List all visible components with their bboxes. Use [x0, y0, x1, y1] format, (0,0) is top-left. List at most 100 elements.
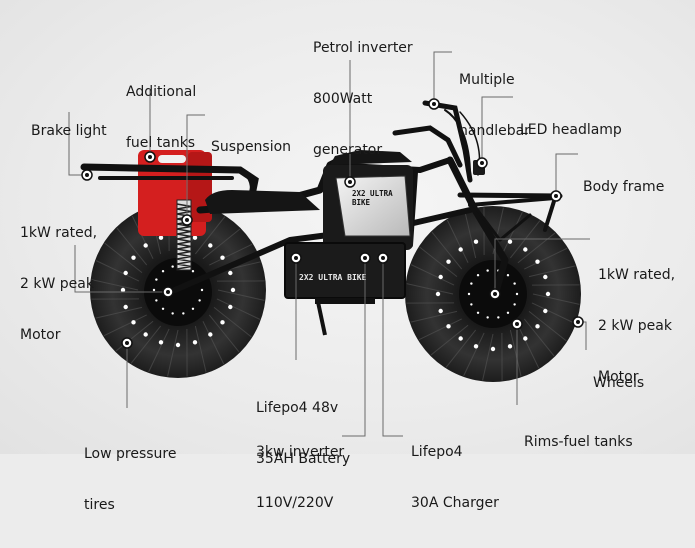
- kickstand: [318, 302, 325, 335]
- front-rim-bolt: [535, 324, 539, 328]
- rear-rim-bolt: [131, 320, 135, 324]
- label-line: 2 kW peak: [598, 318, 675, 335]
- label-inverter: 3kw inverter 110V/220V: [256, 410, 344, 546]
- battery-box: 2X2 ULTRA BIKE: [285, 243, 405, 304]
- callout-dot-center: [576, 320, 580, 324]
- front-rim-bolt: [438, 275, 442, 279]
- callout-dot-center: [185, 218, 189, 222]
- rear-hub-bolt: [153, 289, 155, 291]
- callout-dot-center: [166, 290, 170, 294]
- rear-rim-bolt: [143, 243, 147, 247]
- front-hub-bolt: [486, 316, 488, 318]
- callout-dot-center: [125, 341, 129, 345]
- rear-rim-bolt: [193, 340, 197, 344]
- label-fuel-tanks: Additional fuel tanks: [126, 50, 196, 186]
- callout-dot-center: [363, 256, 367, 260]
- front-hub-bolt: [513, 282, 515, 284]
- suspension-spring: [177, 200, 191, 270]
- front-rim-bolt: [508, 239, 512, 243]
- label-line: tires: [84, 497, 177, 514]
- callout-dot-center: [515, 322, 519, 326]
- front-hub-bolt: [513, 303, 515, 305]
- front-rim-bolt: [474, 344, 478, 348]
- label-line: generator: [313, 142, 413, 159]
- front-rim-bolt: [546, 292, 550, 296]
- front-rim-bolt: [458, 336, 462, 340]
- diagram-canvas: 2X2 ULTRA BIKE 2X2 ULTRA BIKE: [0, 0, 695, 454]
- rear-rim-bolt: [131, 255, 135, 259]
- label-line: Additional: [126, 84, 196, 101]
- callout-dot-center: [493, 292, 497, 296]
- label-line: 3kw inverter: [256, 444, 344, 461]
- rear-hub-bolt: [155, 278, 157, 280]
- front-hub-bolt: [507, 274, 509, 276]
- rear-hub-bolt: [182, 312, 184, 314]
- label-line: Wheels: [593, 375, 644, 392]
- front-hub-bolt: [486, 269, 488, 271]
- rear-hub-bolt: [155, 299, 157, 301]
- label-line: Low pressure: [84, 446, 177, 463]
- callout-dot-center: [294, 256, 298, 260]
- label-line: Multiple: [459, 72, 530, 89]
- label-line: Petrol inverter: [313, 40, 413, 57]
- label-line: 110V/220V: [256, 495, 344, 512]
- front-rim-bolt: [458, 247, 462, 251]
- front-hub-bolt: [468, 293, 470, 295]
- label-line: Motor: [20, 327, 97, 344]
- front-rim-bolt: [491, 347, 495, 351]
- label-line: Body frame: [583, 179, 664, 196]
- rear-rim-bolt: [123, 305, 127, 309]
- callout-dot-center: [554, 194, 558, 198]
- rear-hub-bolt: [198, 299, 200, 301]
- label-rims-fuel-tanks: Rims-fuel tanks: [524, 400, 633, 485]
- rear-rim-bolt: [176, 343, 180, 347]
- front-hub-bolt: [477, 274, 479, 276]
- front-rim-bolt: [474, 239, 478, 243]
- rear-rim-bolt: [231, 288, 235, 292]
- front-rim-bolt: [523, 336, 527, 340]
- callout-dot-center: [381, 256, 385, 260]
- rear-rim-bolt: [228, 305, 232, 309]
- label-line: Lifepo4: [411, 444, 499, 461]
- battery-badge: 2X2 ULTRA BIKE: [299, 273, 367, 282]
- rear-hub-bolt: [201, 289, 203, 291]
- front-rim-bolt: [543, 309, 547, 313]
- label-petrol-generator: Petrol inverter 800Watt generator: [313, 6, 413, 193]
- front-rim-bolt: [508, 344, 512, 348]
- front-hub-bolt: [477, 312, 479, 314]
- front-hub-bolt: [507, 312, 509, 314]
- rear-hub-bolt: [162, 270, 164, 272]
- front-rim-bolt: [543, 275, 547, 279]
- rear-hub-bolt: [192, 308, 194, 310]
- label-charger: Lifepo4 30A Charger: [411, 410, 499, 546]
- front-rim-bolt: [438, 309, 442, 313]
- rear-hub-bolt: [162, 308, 164, 310]
- label-line: 2 kW peak: [20, 276, 97, 293]
- rear-rim-bolt: [143, 332, 147, 336]
- front-rim-bolt: [535, 259, 539, 263]
- label-line: 800Watt: [313, 91, 413, 108]
- rear-rim-bolt: [228, 271, 232, 275]
- rear-rim-bolt: [193, 235, 197, 239]
- label-line: 1kW rated,: [20, 225, 97, 242]
- generator-badge-line2: BIKE: [352, 198, 371, 207]
- label-line: 1kW rated,: [598, 267, 675, 284]
- rear-rim-bolt: [208, 243, 212, 247]
- front-rim-bolt: [523, 247, 527, 251]
- label-line: Rims-fuel tanks: [524, 434, 633, 451]
- rear-rim-bolt: [220, 255, 224, 259]
- label-suspension: Suspension: [211, 105, 291, 190]
- label-brake-light: Brake light: [31, 89, 107, 174]
- label-body-frame: Body frame: [583, 145, 664, 230]
- front-rim-bolt: [446, 324, 450, 328]
- label-line: Suspension: [211, 139, 291, 156]
- label-line: Brake light: [31, 123, 107, 140]
- label-low-pressure-tires: Low pressure tires: [84, 412, 177, 548]
- rear-hub-bolt: [171, 265, 173, 267]
- rear-rim-bolt: [159, 340, 163, 344]
- rear-hub-bolt: [171, 312, 173, 314]
- label-line: LED headlamp: [520, 122, 622, 139]
- label-line: 30A Charger: [411, 495, 499, 512]
- label-line: fuel tanks: [126, 135, 196, 152]
- front-hub-bolt: [470, 303, 472, 305]
